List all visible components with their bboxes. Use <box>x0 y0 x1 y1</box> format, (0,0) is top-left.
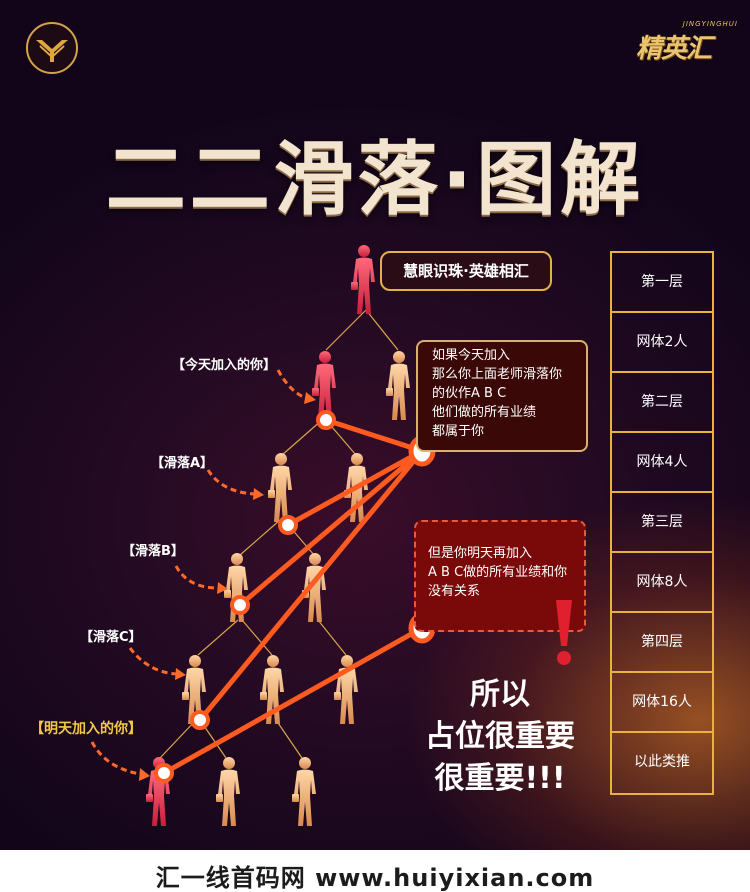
brand-logo: JINGYINGHUI 精英汇 <box>628 18 738 68</box>
level-cell: 网体16人 <box>612 673 712 733</box>
arrow-slide-c <box>128 647 177 676</box>
logo-badge <box>26 22 78 74</box>
info-line: 如果今天加入 <box>432 348 511 363</box>
conclusion-line-1: 所以 <box>470 677 530 712</box>
page-title: 二二滑落·图解 <box>105 133 645 226</box>
wing-logo-icon <box>36 40 68 62</box>
label-slide-b: 【滑落B】 <box>122 544 184 559</box>
info-line: 的伙作A B C <box>432 386 507 401</box>
level-cell: 网体8人 <box>612 553 712 613</box>
label-slide-c: 【滑落C】 <box>80 630 142 645</box>
level-cell: 第四层 <box>612 613 712 673</box>
arrow-slide-a <box>206 469 255 496</box>
brand-subtitle: JINGYINGHUI <box>682 20 738 28</box>
dashed-arrows <box>90 369 307 776</box>
arrow-heads <box>139 392 316 781</box>
conclusion-line-2: 占位很重要 <box>425 719 575 754</box>
connection-lines <box>161 417 425 776</box>
info-box-today: 如果今天加入 那么你上面老师滑落你 的伙作A B C 他们做的所有业绩 都属于你 <box>416 340 588 452</box>
info-line: 没有关系 <box>428 584 481 599</box>
watermark-text: 汇一线首码网 www.huiyixian.com <box>155 864 595 892</box>
exclamation-icon <box>556 600 572 665</box>
arrow-today <box>276 369 307 400</box>
brand-name: 精英汇 <box>636 34 712 64</box>
slogan-tag: 慧眼识珠·英雄相汇 <box>380 251 552 291</box>
person-slide-a <box>268 453 292 522</box>
info-box-tomorrow: 但是你明天再加入 A B C做的所有业绩和你 没有关系 <box>414 520 586 632</box>
watermark-footer: 汇一线首码网 www.huiyixian.com <box>0 850 750 892</box>
level-cell: 第三层 <box>612 493 712 553</box>
arrow-slide-b <box>174 565 219 590</box>
info-line: 但是你明天再加入 <box>428 546 533 561</box>
label-today: 【今天加入的你】 <box>172 358 277 373</box>
person-level1-right <box>386 351 410 420</box>
arrow-tomorrow <box>90 741 141 776</box>
level-cell: 第二层 <box>612 373 712 433</box>
person-level5-b <box>292 757 316 826</box>
info-line: 那么你上面老师滑落你 <box>432 367 563 382</box>
label-tomorrow: 【明天加入的你】 <box>30 721 142 737</box>
person-today <box>312 351 336 420</box>
level-cell: 以此类推 <box>634 754 690 770</box>
label-slide-a: 【滑落A】 <box>151 456 214 471</box>
person-level5-a <box>216 757 240 826</box>
person-level3-right <box>302 553 326 622</box>
level-table: 第一层 网体2人 第二层 网体4人 第三层 网体8人 第四层 网体16人 以此类… <box>610 251 714 795</box>
info-line: 他们做的所有业绩 <box>432 405 537 420</box>
person-top <box>351 245 375 314</box>
level-cell: 网体4人 <box>612 433 712 493</box>
level-cell: 网体2人 <box>612 313 712 373</box>
info-line: A B C做的所有业绩和你 <box>428 565 568 580</box>
info-line: 都属于你 <box>432 424 485 439</box>
level-cell: 第一层 <box>612 253 712 313</box>
conclusion-line-3: 很重要!!! <box>434 761 566 796</box>
